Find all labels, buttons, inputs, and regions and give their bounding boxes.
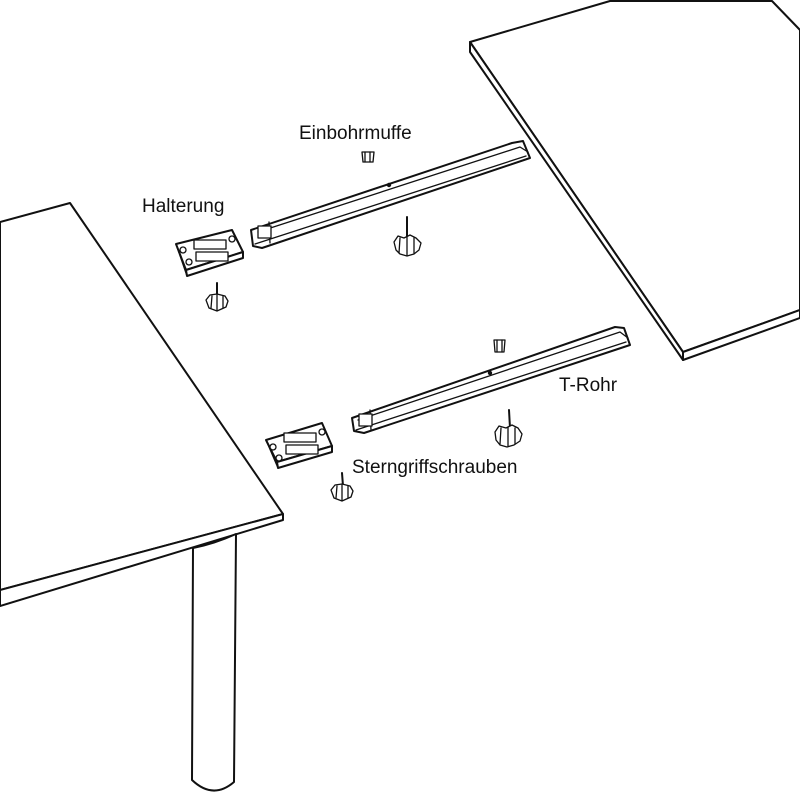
t-rohr-upper	[250, 140, 531, 249]
halterung-upper	[175, 229, 244, 277]
table-leg	[191, 533, 237, 792]
label-sterngriffschrauben: Sterngriffschrauben	[352, 457, 517, 478]
right-tabletop	[469, 0, 800, 361]
einbohrmuffe-lower	[493, 339, 506, 353]
label-einbohrmuffe: Einbohrmuffe	[299, 123, 412, 144]
sterngriffschraube-lower-rohr	[494, 409, 523, 448]
halterung-lower	[265, 422, 333, 469]
sterngriffschraube-lower-halterung	[330, 472, 354, 502]
label-t-rohr: T-Rohr	[559, 375, 618, 396]
sterngriffschraube-upper-rohr	[393, 216, 422, 257]
sterngriffschraube-upper-halterung	[205, 282, 229, 312]
left-tabletop	[0, 202, 284, 607]
label-halterung: Halterung	[142, 196, 224, 217]
einbohrmuffe-upper	[361, 151, 375, 163]
t-rohr-lower	[351, 326, 631, 434]
